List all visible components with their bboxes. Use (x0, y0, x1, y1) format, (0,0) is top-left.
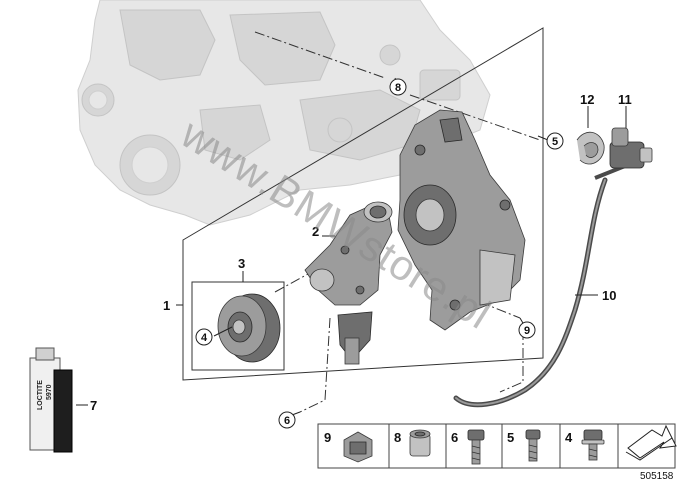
assembly-frame (182, 27, 544, 381)
callout-6: 6 (284, 415, 290, 427)
callout-9: 9 (524, 325, 530, 337)
valve (609, 127, 653, 169)
callout-5-circle (546, 132, 564, 150)
callouts: 1 2 3 4 5 6 7 8 9 10 11 12 (90, 78, 632, 429)
clip (576, 131, 605, 165)
callout-3: 3 (238, 256, 245, 271)
callout-2: 2 (312, 224, 319, 239)
bolt-long-icon (467, 429, 485, 465)
dowel-sleeve-icon (409, 429, 431, 457)
bolt-short-icon (581, 429, 605, 461)
sealant-tube: LOCTITE 5970 (29, 347, 73, 453)
callout-5: 5 (552, 136, 558, 148)
callout-8-circle (389, 78, 407, 96)
pulley (217, 293, 281, 363)
diagram-number: 505158 (640, 471, 674, 482)
direction-arrow-icon (625, 424, 677, 461)
legend-number-5: 5 (507, 430, 514, 445)
legend-number-9: 9 (324, 430, 331, 445)
callout-11: 11 (618, 92, 632, 107)
callout-8: 8 (395, 82, 401, 94)
pulley-box (191, 281, 285, 371)
legend-strip: 9 8 6 5 4 (317, 423, 677, 469)
legend-number-8: 8 (394, 430, 401, 445)
callout-12: 12 (580, 92, 594, 107)
tube-number-text: 5970 (46, 384, 53, 400)
pump-housing (397, 109, 526, 331)
callout-4: 4 (201, 332, 208, 344)
bolt-medium-icon (525, 429, 541, 462)
callout-4-circle (195, 328, 213, 346)
callout-10: 10 (602, 288, 616, 303)
clamp-icon (343, 431, 373, 463)
legend-number-6: 6 (451, 430, 458, 445)
water-pump (304, 201, 393, 365)
tube-brand-text: LOCTITE (37, 380, 44, 410)
engine-block (77, 0, 491, 226)
callout-6-circle (278, 411, 296, 429)
callout-1: 1 (163, 298, 170, 313)
callout-7: 7 (90, 398, 97, 413)
callout-9-circle (518, 321, 536, 339)
legend-number-4: 4 (565, 430, 573, 445)
